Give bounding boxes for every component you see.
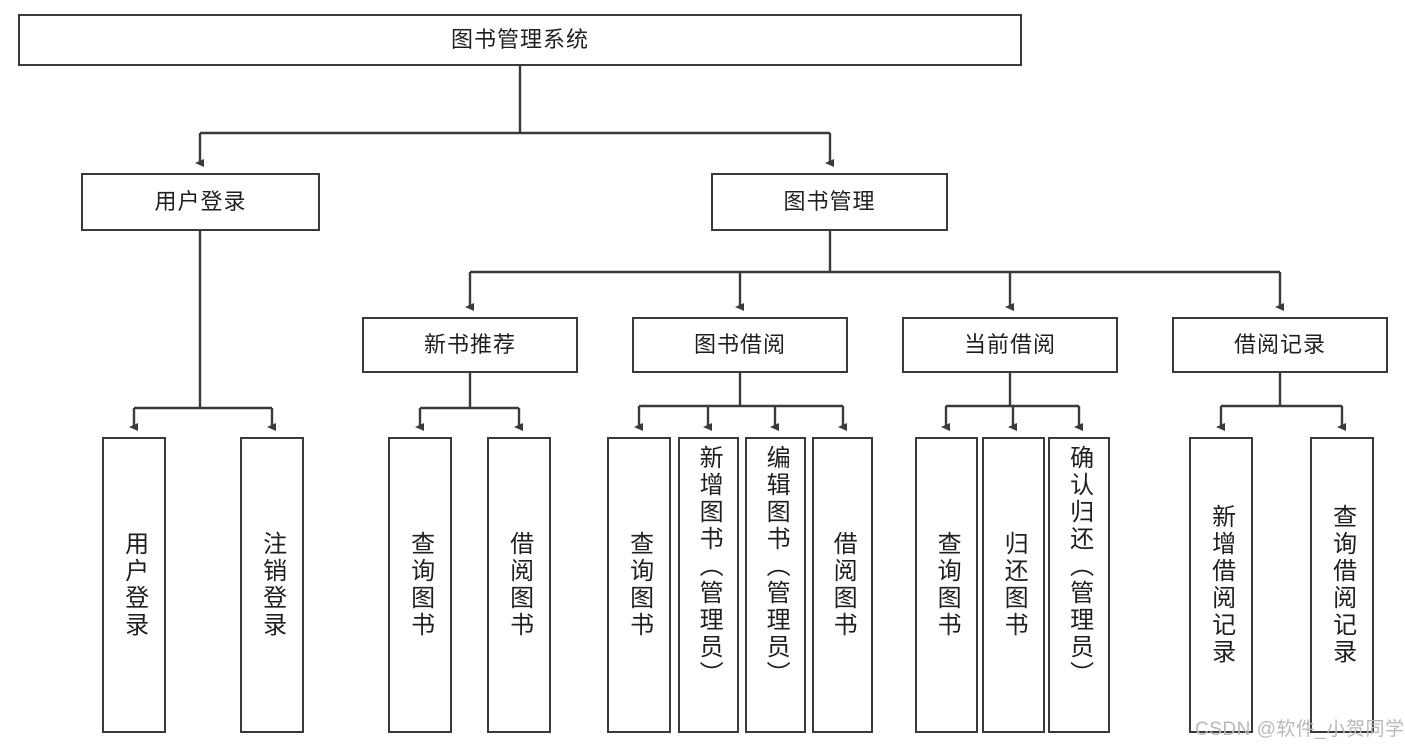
node-leaf-return-book-label: 归还图书 [1000, 531, 1028, 639]
node-leaf-query-book-1[interactable]: 查询图书 [388, 437, 452, 733]
node-leaf-borrow-book-2-label: 借阅图书 [829, 531, 857, 639]
node-leaf-edit-book[interactable]: 编辑图书（管理员） [745, 437, 806, 733]
node-leaf-add-record[interactable]: 新增借阅记录 [1189, 437, 1253, 733]
node-borrow-record-label: 借阅记录 [1233, 332, 1326, 358]
node-leaf-logout-label: 注销登录 [258, 531, 286, 639]
node-book-borrow-label: 图书借阅 [693, 332, 786, 358]
node-current-borrow-label: 当前借阅 [963, 332, 1056, 358]
node-book-management-label: 图书管理 [783, 189, 876, 215]
node-leaf-confirm-return-label: 确认归还（管理员） [1065, 445, 1093, 688]
node-user-login-label: 用户登录 [154, 189, 247, 215]
node-leaf-query-record-label: 查询借阅记录 [1328, 504, 1356, 666]
node-leaf-return-book[interactable]: 归还图书 [982, 437, 1045, 733]
node-leaf-add-book[interactable]: 新增图书（管理员） [678, 437, 739, 733]
node-leaf-user-login-label: 用户登录 [120, 531, 148, 639]
node-leaf-logout[interactable]: 注销登录 [240, 437, 304, 733]
node-new-book-recommend-label: 新书推荐 [423, 332, 516, 358]
node-leaf-edit-book-label: 编辑图书（管理员） [762, 445, 790, 688]
node-leaf-query-book-1-label: 查询图书 [406, 531, 434, 639]
node-root-label: 图书管理系统 [450, 27, 589, 53]
node-new-book-recommend[interactable]: 新书推荐 [362, 317, 578, 373]
csdn-watermark: CSDN @软件_小贺同学 [1195, 719, 1405, 740]
node-root[interactable]: 图书管理系统 [18, 14, 1022, 66]
node-leaf-confirm-return[interactable]: 确认归还（管理员） [1048, 437, 1110, 733]
node-leaf-query-book-3[interactable]: 查询图书 [915, 437, 978, 733]
node-leaf-query-record[interactable]: 查询借阅记录 [1310, 437, 1374, 733]
node-book-borrow[interactable]: 图书借阅 [632, 317, 848, 373]
node-leaf-user-login[interactable]: 用户登录 [102, 437, 166, 733]
node-book-management[interactable]: 图书管理 [711, 173, 948, 231]
node-leaf-borrow-book-1-label: 借阅图书 [505, 531, 533, 639]
node-current-borrow[interactable]: 当前借阅 [902, 317, 1118, 373]
node-leaf-query-book-2[interactable]: 查询图书 [607, 437, 671, 733]
node-leaf-query-book-3-label: 查询图书 [933, 531, 961, 639]
node-leaf-query-book-2-label: 查询图书 [625, 531, 653, 639]
node-user-login[interactable]: 用户登录 [81, 173, 320, 231]
node-leaf-borrow-book-2[interactable]: 借阅图书 [812, 437, 873, 733]
node-leaf-borrow-book-1[interactable]: 借阅图书 [487, 437, 551, 733]
node-borrow-record[interactable]: 借阅记录 [1172, 317, 1388, 373]
node-leaf-add-book-label: 新增图书（管理员） [695, 445, 723, 688]
node-leaf-add-record-label: 新增借阅记录 [1207, 504, 1235, 666]
